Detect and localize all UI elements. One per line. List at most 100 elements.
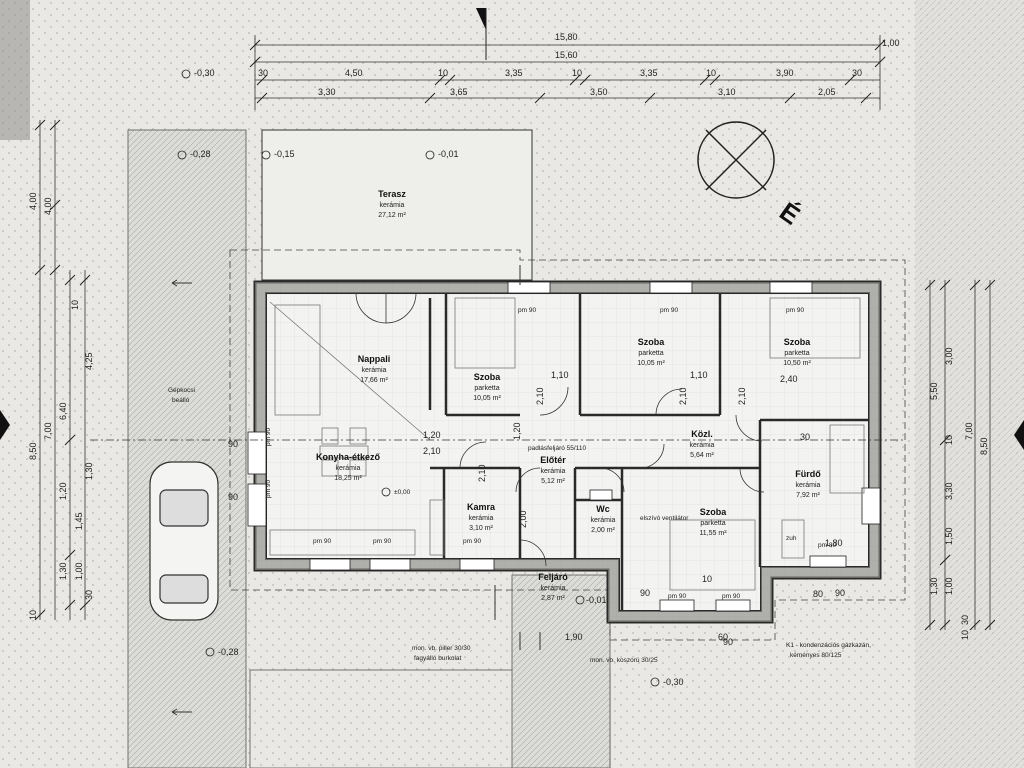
dim-tick — [860, 92, 872, 104]
window-label: pm 90 — [518, 307, 536, 314]
dimension-lines — [39, 35, 991, 630]
misc-dim-value: 90 — [835, 588, 845, 598]
room-floor-eloter: kerámia — [541, 468, 566, 475]
dim-extra: 1,00 — [882, 38, 900, 48]
dim-tick — [924, 279, 936, 291]
misc-dim-value: 90 — [228, 439, 238, 449]
dim-tick — [64, 549, 76, 561]
dim-tick — [939, 554, 951, 566]
pillar-label: mon. vb. piller 30/30 — [412, 645, 471, 652]
furniture — [269, 297, 865, 591]
dim-tick — [984, 279, 996, 291]
koszoru-label: mon. vb. koszorú 30/25 — [590, 657, 658, 664]
misc-dim-value: 2,10 — [535, 387, 545, 405]
room-name-szoba3: Szoba — [784, 337, 811, 347]
window-label: pm 90 — [668, 593, 686, 600]
left-dim-value: 30 — [84, 590, 94, 600]
dim-tick — [969, 279, 981, 291]
room-name-szoba2: Szoba — [638, 337, 665, 347]
right-hatch-strip — [915, 0, 1024, 768]
misc-dim-value: 2,10 — [678, 387, 688, 405]
dim-tick — [34, 609, 46, 621]
dim-tick — [939, 619, 951, 631]
window-label: pm 80 — [818, 542, 836, 549]
pillar-label-2: fagyálló burkolat — [414, 655, 462, 662]
misc-dim-value: 2,10 — [477, 464, 487, 482]
window-label: pm 90 — [660, 307, 678, 314]
dim-row3-value: 3,30 — [318, 87, 336, 97]
level-4: -0,01 — [438, 149, 459, 159]
room-area-szoba1: 10,05 m² — [473, 395, 501, 402]
dim-tick — [34, 119, 46, 131]
door-swings — [355, 292, 765, 567]
room-name-feljaro: Feljáró — [538, 572, 568, 582]
dim-row2-value: 3,35 — [640, 68, 658, 78]
left-dim-value: 1,30 — [84, 462, 94, 480]
section-marker-right — [1014, 420, 1024, 450]
dim-tick — [579, 74, 591, 86]
window-label: pm 90 — [265, 428, 272, 446]
dim-tick — [424, 92, 436, 104]
dim-tick — [256, 74, 268, 86]
dim-tick — [64, 434, 76, 446]
left-dim-value: 1,30 — [58, 562, 68, 580]
room-area-nappali: 17,66 m² — [360, 377, 388, 384]
driveway-strip — [127, 129, 247, 768]
left-dim-value: 4,25 — [84, 352, 94, 370]
left-dim-value: 8,50 — [28, 442, 38, 460]
room-floor-kozl: kerámia — [690, 442, 715, 449]
right-dim-value: 7,00 — [964, 422, 974, 440]
left-dim-value: 1,00 — [74, 562, 84, 580]
dim-tick — [644, 92, 656, 104]
room-area-szoba4: 11,55 m² — [699, 530, 727, 537]
window-label: pm 90 — [265, 480, 272, 498]
room-name-nappali: Nappali — [358, 354, 391, 364]
misc-dim-value: 1,10 — [551, 370, 569, 380]
dim-row3-value: 3,10 — [718, 87, 736, 97]
dim-total-inner: 15,60 — [555, 50, 578, 60]
room-name-wc: Wc — [596, 504, 610, 514]
k1-label-b: kéményes 80/125 — [790, 652, 842, 659]
north-arrow-top — [476, 8, 487, 60]
room-floor-nappali: kerámia — [362, 367, 387, 374]
room-name-szoba1: Szoba — [474, 372, 501, 382]
room-area-terasz: 27,12 m² — [378, 212, 406, 219]
dim-tick — [249, 39, 261, 51]
room-name-szoba4: Szoba — [700, 507, 727, 517]
window-label: pm 90 — [786, 307, 804, 314]
eaves-outline — [229, 249, 906, 641]
dim-tick — [534, 92, 546, 104]
section-marker-left — [0, 410, 10, 440]
right-dim-value: 1,50 — [944, 527, 954, 545]
dim-tick — [434, 74, 446, 86]
level-2: -0,28 — [190, 149, 211, 159]
room-floor-furdo: kerámia — [796, 482, 821, 489]
arrows — [171, 265, 541, 716]
level-markers — [177, 69, 660, 687]
interior-walls — [428, 293, 869, 611]
room-area-szoba2: 10,05 m² — [637, 360, 665, 367]
beallo-label: beálló — [172, 397, 190, 404]
dim-row2-value: 3,90 — [776, 68, 794, 78]
window-label: pm 90 — [313, 538, 331, 545]
left-dim-value: 10 — [70, 300, 80, 310]
right-dim-value: 5,50 — [929, 382, 939, 400]
dim-row2-value: 3,35 — [505, 68, 523, 78]
misc-dim-value: 1,20 — [423, 430, 441, 440]
room-name-konyha: Konyha-étkező — [316, 452, 381, 462]
windows — [247, 281, 881, 612]
misc-dim-value: 1,10 — [690, 370, 708, 380]
room-floor-szoba4: parketta — [700, 520, 725, 527]
room-floor-konyha: kerámia — [336, 465, 361, 472]
right-dim-value: 1,30 — [929, 577, 939, 595]
dim-tick — [924, 619, 936, 631]
right-dim-value: 3,30 — [944, 482, 954, 500]
dim-tick — [79, 599, 91, 611]
dim-tick — [939, 279, 951, 291]
dim-tick — [874, 56, 886, 68]
